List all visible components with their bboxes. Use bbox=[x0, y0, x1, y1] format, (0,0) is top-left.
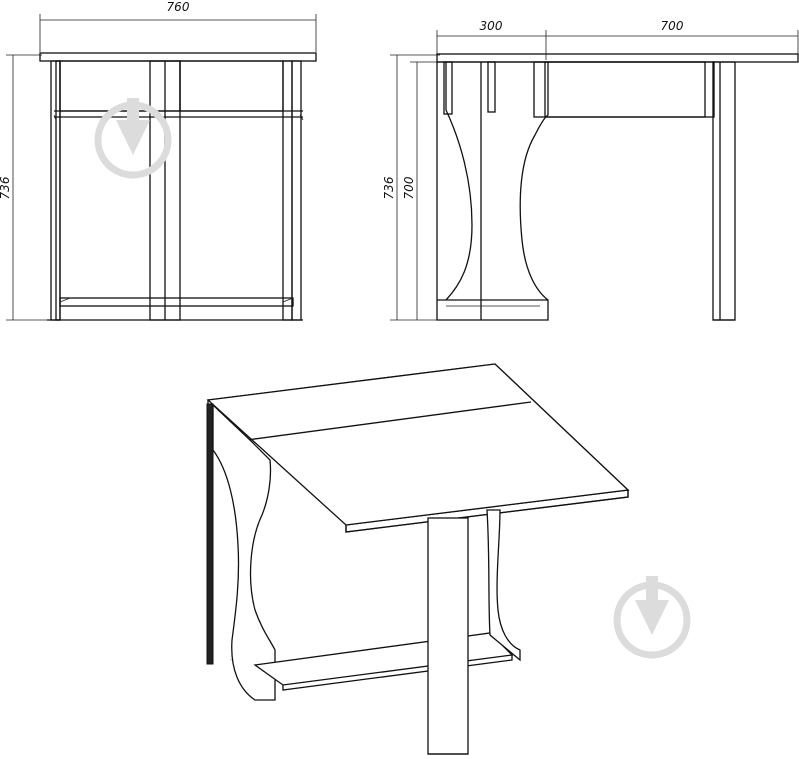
leaf-depth-label: 300 bbox=[480, 19, 503, 33]
front-apron-left bbox=[59, 60, 181, 112]
front-width-label: 760 bbox=[167, 0, 190, 14]
front-apron-right bbox=[179, 60, 284, 112]
front-bottom-shelf bbox=[59, 297, 294, 307]
iso-rear-support bbox=[486, 509, 521, 662]
front-tabletop bbox=[39, 52, 317, 62]
front-right-leg-outer bbox=[291, 60, 302, 321]
side-tabletop bbox=[436, 53, 799, 63]
isometric-view bbox=[206, 363, 630, 755]
leg-height-label: 700 bbox=[402, 176, 416, 199]
top-depth-label: 700 bbox=[661, 19, 684, 33]
iso-shaped-support bbox=[212, 403, 276, 701]
side-right-leg bbox=[712, 61, 736, 321]
pen-nib-icon bbox=[613, 576, 691, 659]
side-shaped-support bbox=[436, 61, 549, 321]
side-height-dimensions: 736 700 bbox=[382, 54, 440, 321]
front-height-label: 736 bbox=[0, 176, 12, 199]
total-height-label: 736 bbox=[382, 176, 396, 199]
side-view: 300 700 736 700 bbox=[382, 19, 799, 321]
front-right-leg-inner bbox=[282, 60, 293, 321]
iso-front-leg bbox=[427, 517, 469, 755]
side-apron bbox=[533, 61, 715, 118]
pen-nib-icon bbox=[94, 98, 172, 179]
front-width-dimension: 760 bbox=[39, 0, 317, 52]
iso-left-panel-edge bbox=[206, 403, 214, 665]
front-view: 760 736 bbox=[0, 0, 317, 321]
iso-leaf-seam bbox=[246, 401, 532, 441]
front-height-dimension: 736 bbox=[0, 54, 56, 321]
